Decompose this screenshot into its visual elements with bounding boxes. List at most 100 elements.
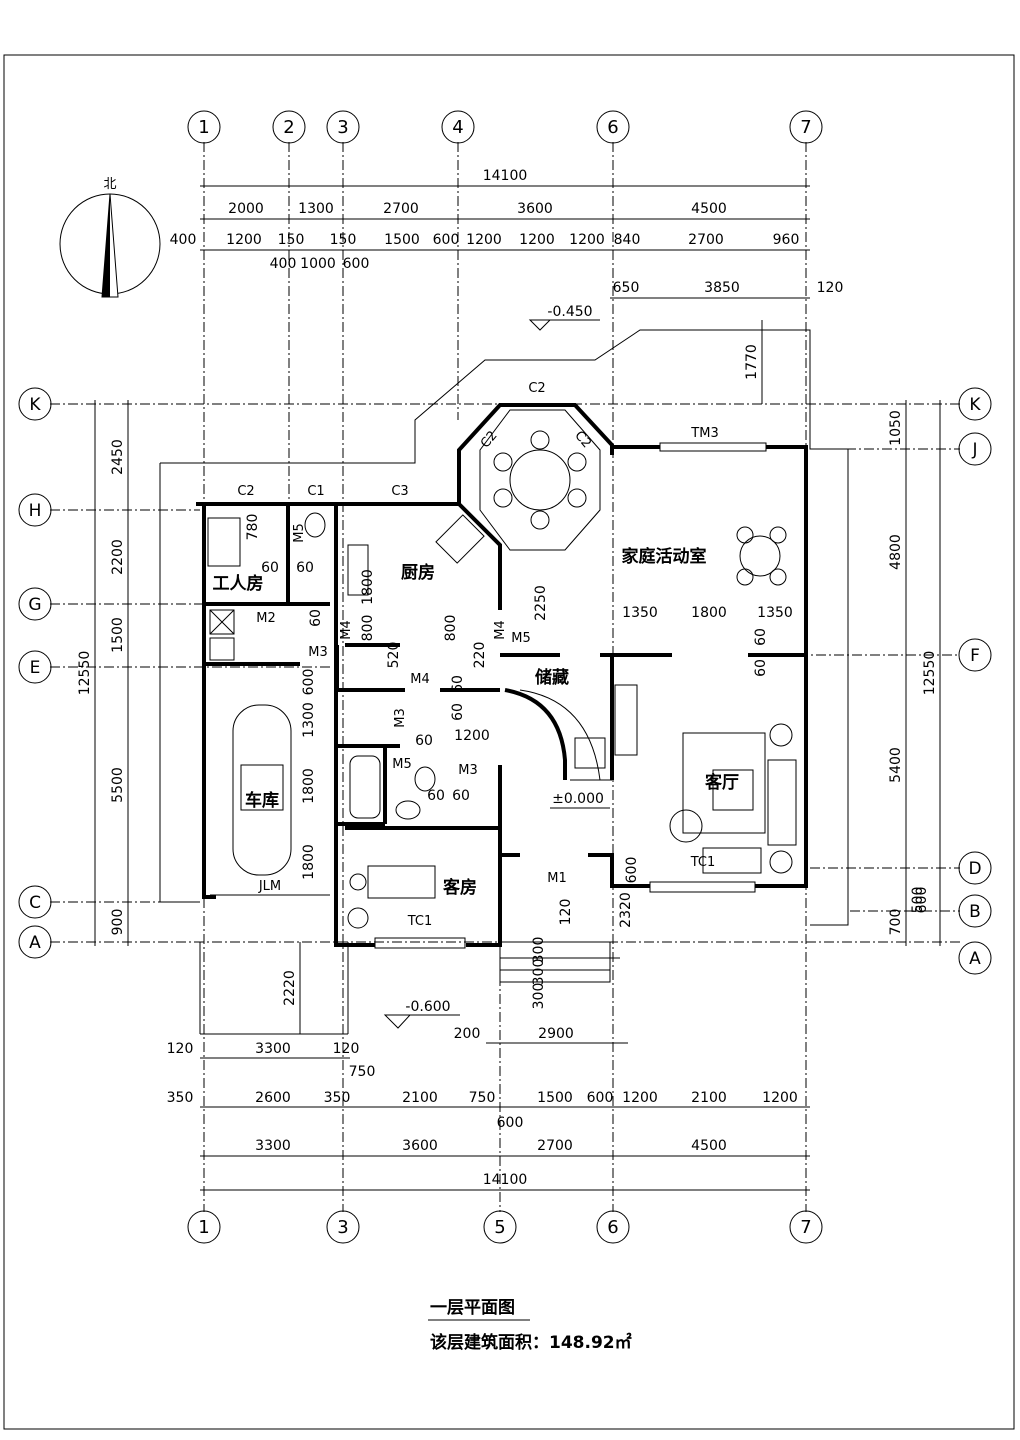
sofa-set-icon	[669, 723, 797, 874]
svg-text:600: 600	[587, 1090, 614, 1106]
svg-text:3850: 3850	[704, 280, 740, 296]
axis-bubbles-right: K J F D B A	[958, 387, 992, 975]
svg-text:60: 60	[427, 788, 445, 804]
svg-text:5500: 5500	[110, 767, 126, 803]
svg-text:60: 60	[450, 703, 466, 721]
svg-text:M5: M5	[511, 631, 531, 646]
left-dimensions: 12550 2450 2200 1500 5500 900	[77, 400, 129, 946]
svg-text:60: 60	[415, 733, 433, 749]
svg-text:350: 350	[167, 1090, 194, 1106]
svg-text:1300: 1300	[298, 201, 334, 217]
right-dimensions: 12550 1050 4800 5400 600 700	[888, 400, 941, 946]
svg-text:600: 600	[624, 857, 640, 884]
kitchen-counter-icon	[347, 514, 485, 596]
svg-text:M1: M1	[547, 871, 567, 886]
svg-text:120: 120	[817, 280, 844, 296]
svg-text:60: 60	[308, 609, 324, 627]
svg-text:350: 350	[324, 1090, 351, 1106]
svg-text:1200: 1200	[466, 232, 502, 248]
svg-text:1300: 1300	[301, 702, 317, 738]
svg-text:3600: 3600	[402, 1138, 438, 1154]
svg-text:400: 400	[270, 256, 297, 272]
dining-table-icon	[493, 430, 587, 530]
svg-text:12550: 12550	[922, 651, 938, 696]
svg-text:600: 600	[914, 887, 930, 914]
svg-text:300: 300	[531, 959, 547, 986]
svg-text:750: 750	[349, 1064, 376, 1080]
round-table-icon	[736, 526, 787, 586]
top-dimensions: 14100 2000 1300 2700 3600 4500 400 1200 …	[170, 168, 844, 404]
svg-text:4: 4	[452, 117, 463, 138]
svg-text:J: J	[971, 440, 977, 460]
axis-bubbles-top: 1 2 3 4 6 7	[187, 110, 823, 144]
svg-text:3600: 3600	[517, 201, 553, 217]
svg-text:3300: 3300	[255, 1041, 291, 1057]
drawing-title: 一层平面图 该层建筑面积：148.92㎡	[428, 1298, 632, 1353]
svg-text:600: 600	[301, 669, 317, 696]
svg-text:G: G	[28, 595, 41, 615]
room-kitchen: 厨房	[401, 562, 435, 583]
svg-text:150: 150	[278, 232, 305, 248]
svg-text:1200: 1200	[226, 232, 262, 248]
svg-text:M3: M3	[458, 763, 478, 778]
svg-text:C1: C1	[307, 484, 324, 499]
svg-text:500: 500	[910, 887, 926, 914]
svg-text:1500: 1500	[110, 617, 126, 653]
svg-text:520: 520	[386, 642, 402, 669]
svg-text:1: 1	[198, 117, 209, 138]
svg-text:60: 60	[296, 560, 314, 576]
svg-text:1050: 1050	[888, 410, 904, 446]
svg-text:300: 300	[531, 937, 547, 964]
bathtub-icon	[349, 755, 436, 820]
svg-text:60: 60	[450, 675, 466, 693]
svg-text:2000: 2000	[228, 201, 264, 217]
svg-text:6: 6	[607, 117, 618, 138]
svg-text:K: K	[969, 395, 981, 415]
svg-text:7: 7	[800, 117, 811, 138]
svg-text:2900: 2900	[538, 1026, 574, 1042]
svg-text:2320: 2320	[618, 892, 634, 928]
svg-text:14100: 14100	[483, 1172, 528, 1188]
svg-text:2: 2	[283, 117, 294, 138]
svg-text:F: F	[970, 646, 980, 666]
svg-text:2100: 2100	[402, 1090, 438, 1106]
svg-text:-0.600: -0.600	[405, 999, 450, 1015]
svg-text:C: C	[29, 893, 41, 913]
plan-title: 一层平面图	[430, 1298, 515, 1318]
svg-text:1350: 1350	[757, 605, 793, 621]
svg-text:800: 800	[360, 615, 376, 642]
svg-text:120: 120	[333, 1041, 360, 1057]
svg-text:4500: 4500	[691, 201, 727, 217]
svg-text:C2: C2	[571, 428, 594, 451]
building-walls	[159, 329, 849, 1035]
bed-icon	[347, 865, 436, 929]
svg-text:1500: 1500	[537, 1090, 573, 1106]
svg-text:12550: 12550	[77, 651, 93, 696]
svg-text:-0.450: -0.450	[547, 304, 592, 320]
svg-text:800: 800	[443, 615, 459, 642]
inner-dimensions: 780 60 60 60 1800 2250 1350 1800 1350 60…	[245, 514, 926, 1010]
svg-text:960: 960	[773, 232, 800, 248]
small-bath-icon	[207, 512, 326, 661]
svg-text:600: 600	[497, 1115, 524, 1131]
svg-text:1000: 1000	[300, 256, 336, 272]
svg-text:M5: M5	[392, 757, 412, 772]
svg-text:1800: 1800	[360, 569, 376, 605]
svg-text:120: 120	[167, 1041, 194, 1057]
svg-text:TC1: TC1	[690, 855, 716, 870]
svg-text:400: 400	[170, 232, 197, 248]
svg-text:K: K	[29, 395, 41, 415]
svg-text:1: 1	[198, 1217, 209, 1238]
svg-text:C3: C3	[391, 484, 408, 499]
svg-text:4800: 4800	[888, 534, 904, 570]
svg-text:1770: 1770	[744, 344, 760, 380]
svg-text:700: 700	[888, 909, 904, 936]
svg-text:JLM: JLM	[258, 879, 281, 894]
svg-text:D: D	[968, 859, 981, 879]
svg-text:4500: 4500	[691, 1138, 727, 1154]
svg-text:M4: M4	[339, 620, 354, 640]
svg-text:600: 600	[343, 256, 370, 272]
level-markers: -0.450 ±0.000 -0.600	[383, 304, 610, 1029]
axis-bubbles-bottom: 1 3 5 6 7	[187, 1210, 823, 1244]
svg-text:900: 900	[110, 909, 126, 936]
